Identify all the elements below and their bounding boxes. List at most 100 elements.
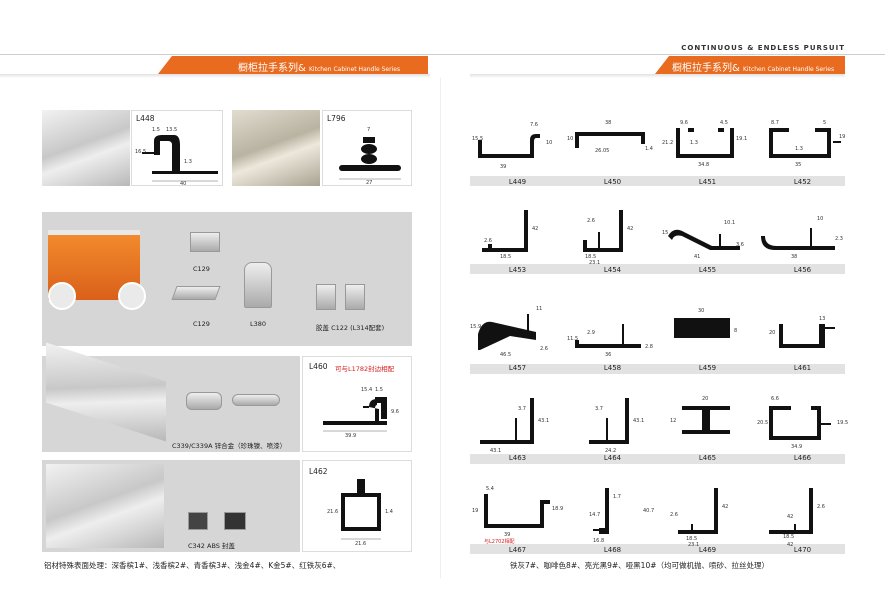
dimension: 2.6 xyxy=(817,504,825,510)
profile-drawing xyxy=(482,210,528,252)
dimension: 35 xyxy=(795,162,802,168)
title-cn: 橱柜拉手系列& xyxy=(238,63,306,74)
dimension: 2.6 xyxy=(670,512,678,518)
row-bar xyxy=(470,176,845,186)
part-caption: C339/C339A 锌合金（珍珠镍、喷漆） xyxy=(172,442,287,450)
matching-note: 与L2702相配 xyxy=(484,539,515,545)
l796-photo xyxy=(232,110,320,186)
c129-part-photo xyxy=(171,286,221,300)
dimension: 1.7 xyxy=(613,494,621,500)
surface-treatment-text-right: 铁灰7#、咖啡色8#、亮光黑9#、哑黑10#（均可做机抛、喷砂、拉丝处理） xyxy=(510,561,769,570)
dimension: 12 xyxy=(670,418,677,424)
page-title-left: 橱柜拉手系列& Kitchen Cabinet Handle Series xyxy=(238,59,400,74)
profile-code: L458 xyxy=(603,364,622,372)
profile-code: L461 xyxy=(793,364,812,372)
dimension: 10.1 xyxy=(724,220,736,226)
dimension: 23.1 xyxy=(589,260,601,266)
dimension: 1.5 xyxy=(152,127,160,133)
profile-code: L451 xyxy=(698,178,717,186)
dimension: 34.8 xyxy=(698,162,710,168)
dimension: 43.1 xyxy=(538,418,550,424)
profile-code: L459 xyxy=(698,364,717,372)
part-caption: C129 xyxy=(193,265,210,273)
dimension: 15 xyxy=(662,230,669,236)
dimension: 21.6 xyxy=(355,541,367,547)
dimension: 1.5 xyxy=(375,387,383,393)
dimension: 27 xyxy=(366,180,373,186)
c342-part-photo xyxy=(224,512,246,530)
page-gutter xyxy=(440,78,441,578)
dimension: 1.3 xyxy=(184,159,192,165)
profile-code: L449 xyxy=(508,178,527,186)
dimension: 10 xyxy=(567,136,574,142)
profile-drawing xyxy=(484,494,550,528)
profile-drawing xyxy=(575,132,645,148)
profile-code: L464 xyxy=(603,454,622,462)
profile-drawing xyxy=(593,488,609,534)
header-shadow-left xyxy=(0,74,430,78)
profile-code: L448 xyxy=(136,114,155,123)
profile-code: L454 xyxy=(603,266,622,274)
profile-code: L457 xyxy=(508,364,527,372)
dimension: 1.4 xyxy=(645,146,653,152)
dimension: 1.3 xyxy=(690,140,698,146)
profile-code: L456 xyxy=(793,266,812,274)
l462-card: L462 21.6 1.4 21.6 xyxy=(302,460,412,552)
profile-drawing xyxy=(769,488,813,534)
dimension: 2.6 xyxy=(540,346,548,352)
l460-profile-drawing xyxy=(323,397,387,432)
dimension: 14.7 xyxy=(589,512,601,518)
dimension: 21.6 xyxy=(327,509,339,515)
profile-drawing xyxy=(682,406,730,434)
row-bar xyxy=(470,364,845,374)
profile-code: L469 xyxy=(698,546,717,554)
title-en: Kitchen Cabinet Handle Series xyxy=(743,66,835,73)
profile-drawing xyxy=(678,488,718,534)
l462-photo xyxy=(46,464,164,548)
profile-drawing xyxy=(478,314,536,350)
profile-code: L455 xyxy=(698,266,717,274)
profile-code: L452 xyxy=(793,178,812,186)
dimension: 2.3 xyxy=(835,236,843,242)
dimension: 39.9 xyxy=(345,433,357,439)
dimension: 20 xyxy=(702,396,709,402)
profile-drawing xyxy=(779,324,835,348)
dimension: 2.8 xyxy=(645,344,653,350)
header-band-left xyxy=(158,56,428,74)
dimension: 40.7 xyxy=(643,508,655,514)
profile-drawing xyxy=(769,128,841,158)
dimension: 9.6 xyxy=(391,409,399,415)
dimension: 1.4 xyxy=(385,509,393,515)
dimension: 42 xyxy=(722,504,729,510)
l448-photo xyxy=(42,110,130,186)
l796-profile-drawing xyxy=(339,137,401,180)
profile-code: L465 xyxy=(698,454,717,462)
part-caption: C342 ABS 封盖 xyxy=(188,542,235,550)
profile-code: L467 xyxy=(508,546,527,554)
dimension: 41 xyxy=(694,254,701,260)
row-bar xyxy=(470,544,845,554)
dimension: 16.8 xyxy=(593,538,605,544)
dimension: 8.7 xyxy=(771,120,779,126)
dimension: 4.5 xyxy=(720,120,728,126)
profile-drawing xyxy=(583,210,623,252)
dimension: 19.1 xyxy=(736,136,748,142)
dimension: 13.5 xyxy=(166,127,178,133)
profile-code: L463 xyxy=(508,454,527,462)
c122-part-photo xyxy=(345,284,365,310)
dimension: 42 xyxy=(787,514,794,520)
